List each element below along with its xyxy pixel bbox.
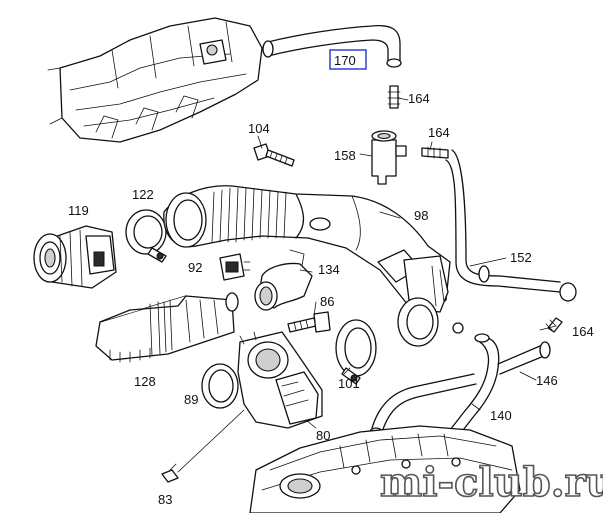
clip-83 [161,463,179,483]
callout-92: 92 [188,260,202,275]
callout-80: 80 [316,428,330,443]
hose-clamp-101 [335,319,377,385]
hose-connector-164-upper [387,85,401,109]
sensor-92 [219,253,251,281]
callout-164-upper: 164 [408,91,430,106]
callout-164-right: 164 [572,324,594,339]
callout-86: 86 [320,294,334,309]
hose-clamp-122 [125,209,167,263]
elbow-hose-134 [254,249,313,311]
watermark: mi-club.ru [380,459,603,506]
callout-158: 158 [334,148,356,163]
screw-86 [287,311,331,333]
callout-119: 119 [68,203,89,218]
callout-122: 122 [132,187,154,202]
callout-101: 101 [338,376,360,391]
air-filter-housing-128 [95,292,239,363]
hose-connector-164-middle [421,146,449,159]
callout-134: 134 [318,262,340,277]
cylinder-head-lower [249,425,521,513]
throttle-housing-80 [237,331,323,429]
intake-duct-98 [163,185,464,347]
callout-104: 104 [248,121,270,136]
callout-152: 152 [510,250,532,265]
gasket-89 [201,363,239,409]
t-connector-158 [371,130,407,185]
hose-connector-164-right [545,317,563,333]
vent-hose-146 [449,333,551,435]
callout-140: 140 [490,408,512,423]
callout-170: 170 [334,53,356,68]
callout-98: 98 [414,208,428,223]
callout-128: 128 [134,374,156,389]
leader-lines [177,97,557,473]
bolt-104 [253,143,295,167]
cylinder-head-cover [47,17,263,143]
callout-83: 83 [158,492,172,507]
callout-164-middle: 164 [428,125,450,140]
callout-146: 146 [536,373,558,388]
air-mass-sensor-119 [33,225,117,289]
breather-hose-170 [262,24,402,68]
callout-170-frame [329,49,367,70]
vent-hose-152 [445,149,577,302]
callout-89: 89 [184,392,198,407]
